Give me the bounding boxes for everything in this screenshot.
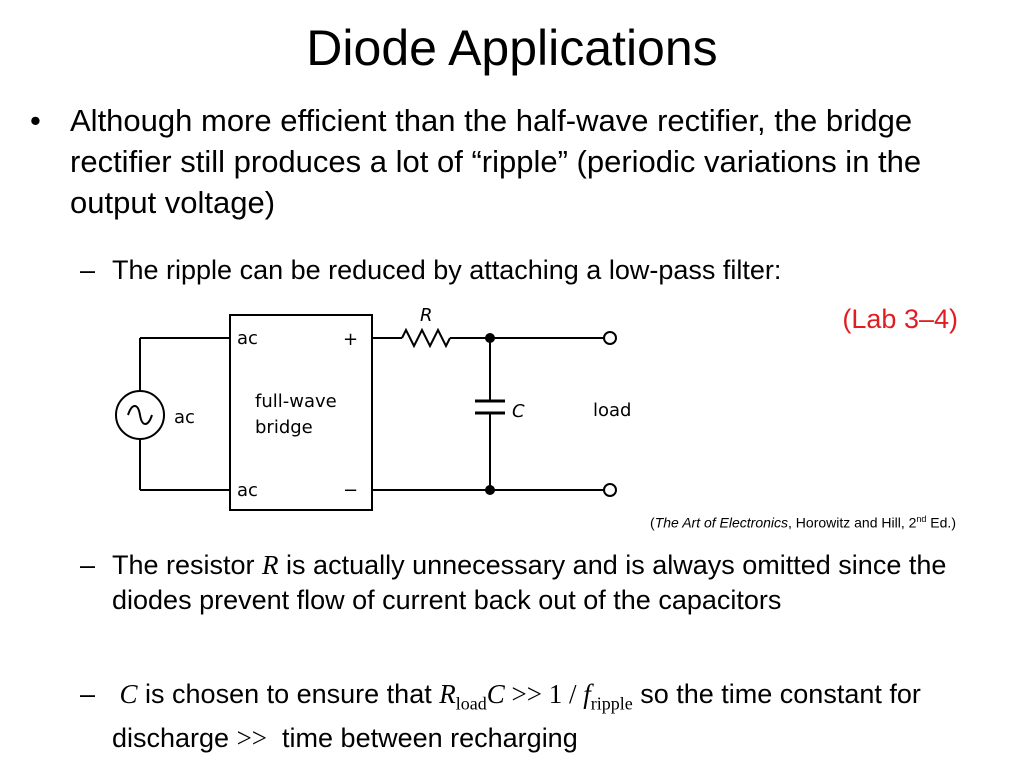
- sine-wave-icon: [127, 405, 153, 425]
- citation-book-title: The Art of Electronics: [654, 514, 789, 531]
- citation-open-paren: (: [650, 514, 655, 531]
- figure-citation: (The Art of Electronics, Horowitz and Hi…: [560, 510, 956, 532]
- relation-text: >> 1 /: [504, 679, 584, 709]
- variable-r-load: R: [439, 679, 456, 709]
- bullet-marker: •: [30, 103, 41, 138]
- citation-end: Ed.): [926, 514, 956, 531]
- bridge-text-line1: full-wave: [255, 391, 337, 412]
- ac-source-label: ac: [174, 407, 195, 428]
- variable-c: C: [119, 679, 138, 709]
- sub-marker: –: [80, 550, 96, 580]
- ac-source-symbol: [115, 390, 165, 440]
- bridge-minus-label: −: [343, 480, 358, 501]
- sub-item-filter: – The ripple can be reduced by attaching…: [80, 253, 980, 288]
- citation-authors: , Horowitz and Hill, 2: [788, 514, 917, 531]
- output-terminal-top: [603, 331, 617, 345]
- much-greater-symbol: >>: [236, 723, 268, 754]
- junction-dot-top: [485, 333, 495, 343]
- subscript-load: load: [455, 693, 487, 714]
- junction-dot-bottom: [485, 485, 495, 495]
- bridge-plus-label: +: [343, 329, 358, 350]
- bullet-item: • Although more efficient than the half-…: [30, 100, 990, 223]
- subscript-ripple: ripple: [590, 693, 633, 714]
- sub-text-resistor: The resistor R is actually unnecessary a…: [112, 550, 947, 615]
- variable-c-2: C: [486, 679, 505, 709]
- slide-title: Diode Applications: [306, 20, 718, 76]
- citation-edition-superscript: nd: [916, 514, 927, 524]
- load-label: load: [593, 400, 631, 421]
- sub-item-resistor: – The resistor R is actually unnecessary…: [80, 548, 980, 618]
- variable-r: R: [262, 550, 279, 580]
- sub-text-capacitor: C is chosen to ensure that RloadC >> 1 /…: [112, 679, 921, 754]
- bullet-text: Although more efficient than the half-wa…: [70, 103, 922, 220]
- bridge-text-line2: bridge: [255, 417, 313, 438]
- resistor-symbol: [401, 327, 451, 349]
- sub-marker: –: [80, 255, 96, 285]
- full-wave-bridge-box: [229, 314, 373, 511]
- rc-filter-circuit-diagram: ac ac + − full-wave bridge ac R C load: [115, 305, 631, 511]
- bridge-ac-bottom-label: ac: [237, 480, 258, 501]
- output-terminal-bottom: [603, 483, 617, 497]
- sub-marker: –: [80, 679, 96, 709]
- resistor-label: R: [420, 305, 433, 326]
- bridge-ac-top-label: ac: [237, 328, 258, 349]
- variable-f: f: [583, 679, 591, 709]
- sub-item-capacitor: – C is chosen to ensure that RloadC >> 1…: [80, 677, 980, 756]
- lab-reference: (Lab 3–4): [842, 304, 958, 334]
- capacitor-label: C: [512, 401, 525, 422]
- sub-text-filter: The ripple can be reduced by attaching a…: [112, 255, 782, 285]
